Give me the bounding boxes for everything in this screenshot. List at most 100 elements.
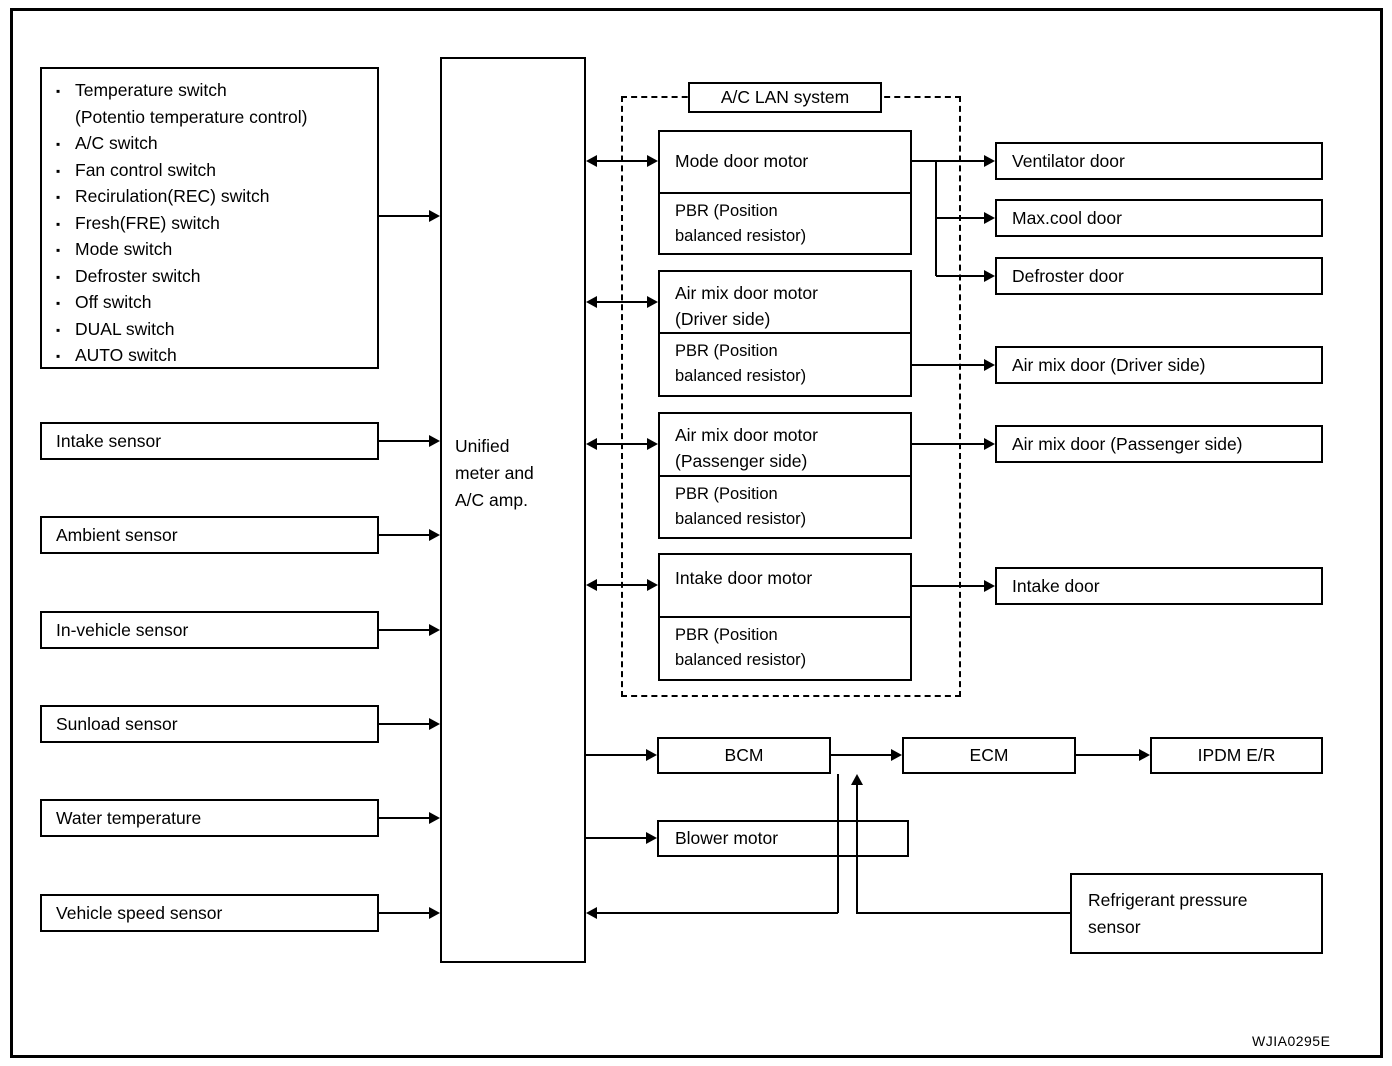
ambient-sensor-label: Ambient sensor [56,524,178,545]
air-mix-door-motor-driver-title: Air mix door motor (Driver side) [660,272,910,334]
ecm-box: ECM [902,737,1076,774]
air-mix-door-motor-passenger-title: Air mix door motor (Passenger side) [660,414,910,477]
switch-list-item: Off switch [54,289,373,316]
amp-label-line3: A/C amp. [455,490,528,510]
switch-list-item: Recirulation(REC) switch [54,183,373,210]
line-sunload-sensor-to-amp [378,723,429,725]
motor-title-line1: Air mix door motor [675,283,818,303]
blower-motor-label: Blower motor [675,828,779,848]
arrowhead-ecm [891,749,902,761]
line-ecm-to-ipdm [1076,754,1139,756]
arrowhead-ipdm [1139,749,1150,761]
pbr-line2: balanced resistor) [675,227,807,245]
refrigerant-label-line2: sensor [1088,917,1141,937]
line-intake-motor-to-door [911,585,984,587]
arrowhead-water-temperature-to-amp [429,812,440,824]
line-mode-motor-to-ventilator [911,160,984,162]
in-vehicle-sensor-label: In-vehicle sensor [56,619,189,640]
motor-title-line1: Intake door motor [675,568,813,588]
line-amp-to-blower [586,837,646,839]
defroster-door-label: Defroster door [1012,265,1124,286]
arrowhead-amp-airmix-driver-left [586,296,597,308]
motor-title-line1: Mode door motor [675,151,809,171]
air-mix-door-driver-label: Air mix door (Driver side) [1012,354,1206,375]
sunload-sensor-box: Sunload sensor [40,705,379,743]
motor-title-line1: Air mix door motor [675,425,818,445]
pbr-line2: balanced resistor) [675,367,807,385]
mode-door-motor-box: Mode door motor PBR (Position balanced r… [658,130,912,255]
ecm-label: ECM [969,745,1009,765]
ventilator-door-box: Ventilator door [995,142,1323,180]
water-temperature-label: Water temperature [56,807,202,828]
blower-motor-box: Blower motor [657,820,909,857]
air-mix-door-driver-box: Air mix door (Driver side) [995,346,1323,384]
line-mode-motor-to-maxcool [936,217,984,219]
arrowhead-ecm-to-amp [586,907,597,919]
motor-title-line2: (Driver side) [675,309,771,329]
mode-door-motor-pbr: PBR (Position balanced resistor) [660,194,910,249]
air-mix-door-passenger-box: Air mix door (Passenger side) [995,425,1323,463]
switch-list-item: DUAL switch [54,316,373,342]
vehicle-speed-sensor-label: Vehicle speed sensor [56,902,223,923]
line-ecm-down [837,774,839,913]
switch-list-item: AUTO switch [54,342,373,369]
line-refrigerant-up [856,784,858,914]
diagram-border [10,8,1383,1058]
pbr-line1: PBR (Position [675,626,778,644]
defroster-door-box: Defroster door [995,257,1323,295]
arrowhead-in-vehicle-sensor-to-amp [429,624,440,636]
line-refrigerant-horizontal [857,912,1070,914]
arrowhead-amp-mode-right [647,155,658,167]
arrowhead-ambient-sensor-to-amp [429,529,440,541]
intake-door-box: Intake door [995,567,1323,605]
line-ecm-to-amp [597,912,838,914]
arrowhead-amp-airmix-passenger-right [647,438,658,450]
line-mode-motor-to-defroster [936,275,984,277]
air-mix-door-motor-driver-pbr: PBR (Position balanced resistor) [660,334,910,389]
arrowhead-amp-airmix-driver-right [647,296,658,308]
bcm-label: BCM [724,745,764,765]
max-cool-door-label: Max.cool door [1012,207,1122,228]
ambient-sensor-box: Ambient sensor [40,516,379,554]
arrowhead-defroster-door [984,270,995,282]
max-cool-door-box: Max.cool door [995,199,1323,237]
switch-list-item: Fresh(FRE) switch [54,210,373,236]
line-amp-to-bcm [586,754,646,756]
arrowhead-ventilator-door [984,155,995,167]
ipdm-er-box: IPDM E/R [1150,737,1323,774]
arrowhead-intake-door [984,580,995,592]
control-switches-box: Temperature switch (Potentio temperature… [40,67,379,369]
intake-door-motor-box: Intake door motor PBR (Position balanced… [658,553,912,681]
arrowhead-amp-mode-left [586,155,597,167]
intake-door-motor-pbr: PBR (Position balanced resistor) [660,618,910,673]
line-ambient-sensor-to-amp [378,534,429,536]
mode-door-motor-title: Mode door motor [660,132,910,194]
arrowhead-switches-to-amp [429,210,440,222]
arrowhead-amp-intake-motor-left [586,579,597,591]
line-airmix-driver-to-door [911,364,984,366]
unified-meter-ac-amp-label: Unified meter and A/C amp. [455,433,534,514]
line-amp-airmix-driver-motor [596,301,648,303]
ac-lan-system-title: A/C LAN system [720,87,850,107]
switch-list-item: Defroster switch [54,263,373,289]
switch-list-item: A/C switch [54,130,373,157]
air-mix-door-motor-passenger-pbr: PBR (Position balanced resistor) [660,477,910,532]
refrigerant-pressure-sensor-box: Refrigerant pressure sensor [1070,873,1323,954]
arrowhead-airmix-passenger-door [984,438,995,450]
vehicle-speed-sensor-box: Vehicle speed sensor [40,894,379,932]
line-intake-sensor-to-amp [378,440,429,442]
arrowhead-amp-intake-motor-right [647,579,658,591]
arrowhead-blower-motor [646,832,657,844]
line-switches-to-amp [378,215,429,217]
amp-label-line1: Unified [455,436,510,456]
figure-code-label: WJIA0295E [1252,1033,1331,1049]
arrowhead-maxcool-door [984,212,995,224]
pbr-line2: balanced resistor) [675,651,807,669]
intake-sensor-box: Intake sensor [40,422,379,460]
refrigerant-label-line1: Refrigerant pressure [1088,890,1248,910]
switch-list-item: Mode switch [54,236,373,263]
line-bcm-to-ecm [831,754,891,756]
intake-door-motor-title: Intake door motor [660,555,910,618]
arrowhead-airmix-driver-door [984,359,995,371]
